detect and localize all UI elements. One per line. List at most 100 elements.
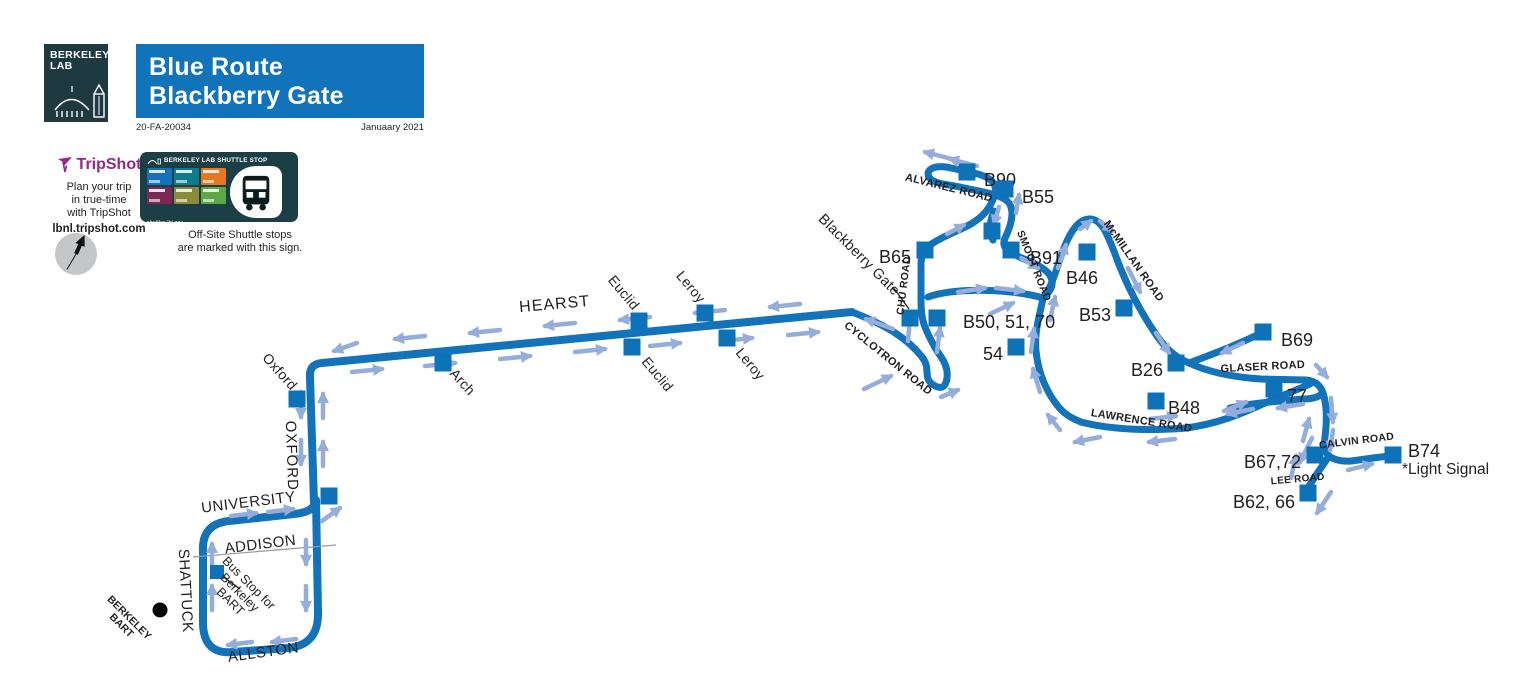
stop-square-arch-stop xyxy=(434,354,452,372)
sign-route-card-2 xyxy=(201,168,226,185)
tripshot-tagline-2: in true-time xyxy=(71,194,127,206)
direction-arrow xyxy=(863,316,896,332)
road-label-oxford-15: Oxford xyxy=(259,350,300,393)
tripshot-url[interactable]: lbnl.tripshot.com xyxy=(52,223,146,235)
direction-arrow xyxy=(1300,416,1313,444)
stop-square-b46 xyxy=(1078,243,1096,261)
direction-arrow xyxy=(319,505,343,524)
direction-arrow xyxy=(1146,435,1178,447)
stop-square-b53 xyxy=(1115,299,1133,317)
direction-arrow xyxy=(1275,400,1306,413)
stop-label-b67-72: B67,72 xyxy=(1244,452,1301,472)
stop-label-s54: 54 xyxy=(983,344,1003,364)
sign-footer-url: shuttles.lbl.gov xyxy=(147,220,184,226)
stop-label-b26: B26 xyxy=(1131,360,1163,380)
direction-arrow xyxy=(392,332,428,345)
route-road-12 xyxy=(1185,330,1263,367)
direction-arrow xyxy=(542,319,578,332)
direction-arrow xyxy=(1072,434,1103,447)
stop-square-b62-66 xyxy=(1299,484,1317,502)
direction-arrow xyxy=(785,326,821,339)
addison-street-line xyxy=(192,544,337,558)
stop-square-b55 xyxy=(996,180,1014,198)
direction-arrow xyxy=(987,300,1016,317)
road-label-arch-16: Arch xyxy=(447,365,479,398)
direction-arrow xyxy=(1097,218,1115,234)
berkeley-lab-logo: BERKELEY LAB xyxy=(44,44,109,122)
direction-arrow xyxy=(1018,255,1041,271)
lab-dome-icon xyxy=(54,83,105,118)
direction-arrow xyxy=(1125,265,1143,295)
direction-arrow xyxy=(1011,192,1024,216)
direction-arrow xyxy=(861,373,894,392)
direction-arrow xyxy=(1288,453,1300,481)
bus-stop-leader-line xyxy=(221,575,241,590)
bus-icon xyxy=(242,175,270,211)
stop-label-b62-66: B62, 66 xyxy=(1233,492,1295,512)
sign-route-card-3 xyxy=(147,187,172,204)
direction-arrow xyxy=(1225,406,1256,419)
stop-square-university-stop xyxy=(320,487,338,505)
stop-square-b67-72 xyxy=(1306,446,1324,464)
stop-label-b55: B55 xyxy=(1022,187,1054,207)
route-title-banner: Blue Route Blackberry Gate xyxy=(136,44,424,118)
sign-route-card-5 xyxy=(201,187,226,204)
sign-dome-icon xyxy=(147,158,161,165)
sign-caption-line1: Off-Site Shuttle stops xyxy=(188,229,292,241)
stop-square-b69 xyxy=(1254,323,1272,341)
direction-arrow xyxy=(269,634,299,647)
direction-arrow xyxy=(1326,395,1339,425)
direction-arrow xyxy=(1026,326,1039,355)
route-road-11 xyxy=(1226,389,1327,412)
map-date: Januaary 2021 xyxy=(361,122,424,133)
route-destination: Blackberry Gate xyxy=(149,82,344,110)
sign-caption-line2: are marked with this sign. xyxy=(177,242,303,254)
stop-square-bart-bus-stop xyxy=(210,565,224,579)
direction-arrow xyxy=(1325,427,1338,453)
direction-arrow xyxy=(1345,460,1375,473)
stop-label-b65: B65 xyxy=(879,247,911,267)
stop-label-b48: B48 xyxy=(1168,398,1200,418)
stop-label-b74: B74 xyxy=(1408,441,1440,461)
direction-arrow xyxy=(1313,362,1330,380)
compass-icon xyxy=(55,233,97,275)
direction-arrow xyxy=(1314,489,1334,516)
direction-arrow xyxy=(1297,435,1315,465)
sign-route-card-1 xyxy=(174,168,199,185)
road-label-addison-12: ADDISON xyxy=(224,532,297,558)
direction-arrow xyxy=(767,300,803,313)
route-road-1 xyxy=(305,308,856,507)
direction-arrow xyxy=(228,508,259,521)
stop-square-b26 xyxy=(1167,354,1185,372)
map-note-light-signal: *Light Signal xyxy=(1402,461,1489,478)
road-label-euclid-18: Euclid xyxy=(639,354,677,395)
direction-arrow xyxy=(349,363,385,376)
stop-square-chu-stop xyxy=(928,309,946,327)
road-label-shattuck-13: SHATTUCK xyxy=(175,549,196,634)
sign-route-card-0 xyxy=(147,168,172,185)
road-label-glaser-road-6: GLASER ROAD xyxy=(1220,359,1305,375)
direction-arrow xyxy=(932,325,945,355)
stop-square-euclid-s-stop xyxy=(623,338,641,356)
tripshot-tagline-3: with TripShot xyxy=(67,207,131,219)
direction-arrow xyxy=(922,148,955,162)
stop-label-b91: B91 xyxy=(1030,248,1062,268)
shuttle-stop-sign: BERKELEY LAB SHUTTLE STOP shuttles.lbl.g… xyxy=(140,152,298,226)
direction-arrow xyxy=(1153,330,1172,356)
direction-arrow xyxy=(497,350,533,363)
stop-label-b50-51-70: B50, 51, 70 xyxy=(963,312,1055,332)
direction-arrow xyxy=(265,504,296,517)
stop-square-b91 xyxy=(1002,241,1020,259)
tripshot-tagline-1: Plan your trip xyxy=(66,181,132,193)
stop-square-b90 xyxy=(958,163,976,181)
direction-arrow xyxy=(1147,411,1179,423)
tripshot-brand: TripShot xyxy=(76,156,142,173)
route-road-8 xyxy=(1032,294,1085,426)
stop-square-b65 xyxy=(916,241,934,259)
direction-arrow xyxy=(225,637,255,650)
stop-square-b74 xyxy=(1384,446,1402,464)
road-label-hearst-5: HEARST xyxy=(519,293,591,316)
route-road-6 xyxy=(924,286,1047,302)
doc-number: 20-FA-20034 xyxy=(136,122,191,133)
